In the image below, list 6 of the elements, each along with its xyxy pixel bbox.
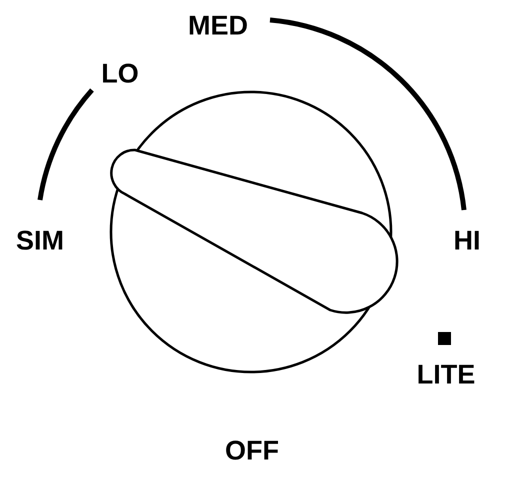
setting-label: MED [188,12,248,40]
setting-label: HI [454,228,480,254]
setting-label: LITE [416,362,476,388]
setting-label: OFF [225,438,279,464]
setting-label: LO [101,60,139,88]
setting-label: SIM [16,228,64,254]
